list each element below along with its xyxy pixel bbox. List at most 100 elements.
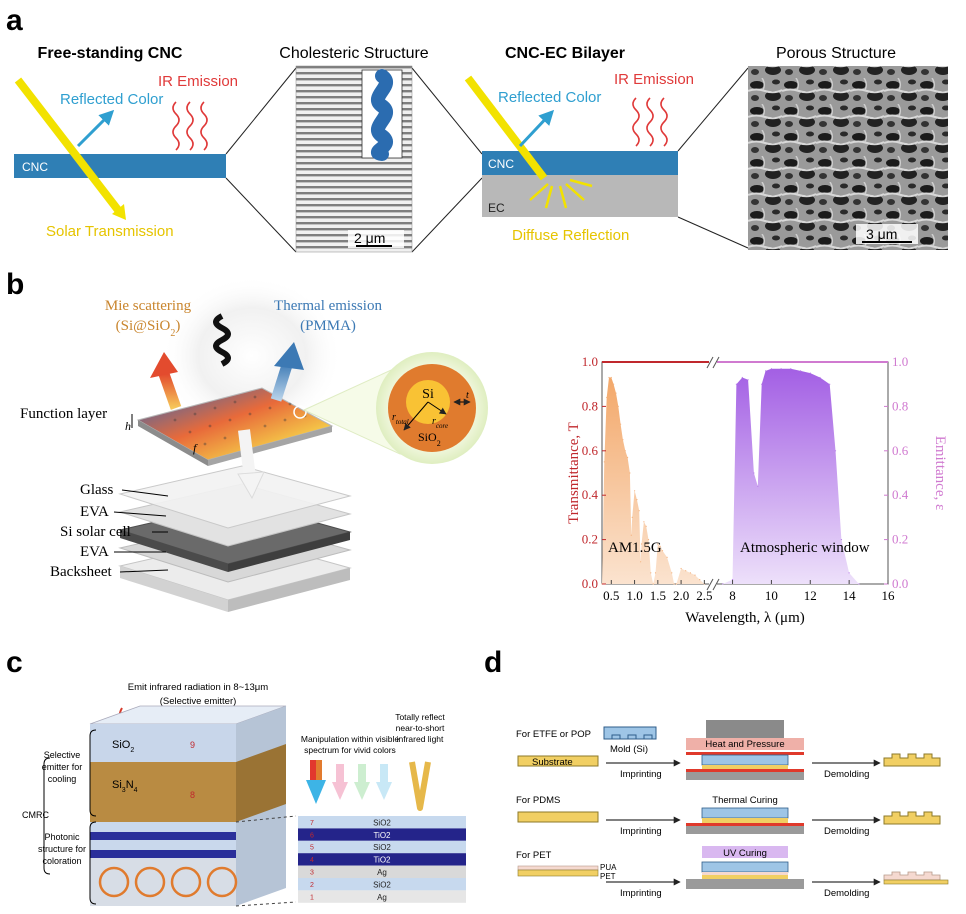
layer-label-eva-bottom: EVA: [80, 544, 109, 560]
x-tick-label: 0.5: [603, 588, 619, 603]
series-point: [699, 579, 701, 581]
series-area-1: [722, 368, 859, 584]
series-point: [741, 376, 743, 379]
pua-layer: [517, 865, 599, 871]
series-point: [613, 383, 615, 385]
scale-label-cholesteric: 2 μm: [354, 230, 385, 246]
ir-emission-label-2: IR Emission: [614, 71, 694, 88]
axis-break-mark: [712, 578, 720, 591]
axis-break-mark: [712, 356, 720, 369]
light-glow: [162, 276, 342, 436]
panel-d-letter: d: [484, 646, 502, 679]
photonic-label-3: coloration: [42, 856, 81, 866]
uv-curing-label: UV Curing: [723, 848, 767, 859]
series-point: [761, 383, 763, 385]
heater-line: [686, 752, 804, 755]
row1-label: For ETFE or POP: [516, 729, 591, 740]
zoom-line: [677, 216, 749, 249]
x-tick-label: 2.5: [696, 588, 712, 603]
series-point: [722, 583, 724, 585]
series-point: [638, 510, 640, 512]
series-point: [694, 574, 696, 576]
scale-label-porous: 3 μm: [866, 226, 897, 242]
series-point: [620, 423, 622, 425]
layer-number-9: 9: [190, 740, 195, 750]
photonic-layer: [90, 840, 236, 850]
selective-emitter-caption: (Selective emitter): [160, 696, 237, 707]
thermal-emission-label: Thermal emission: [274, 298, 382, 314]
series-point: [659, 545, 661, 547]
series-point: [630, 534, 632, 536]
helix-icon: [371, 69, 393, 161]
layer-leader-lines: [113, 489, 169, 573]
mie-arrow: [158, 372, 182, 410]
stack-layer-number: 1: [310, 894, 314, 901]
annotation-am15g: AM1.5G: [608, 540, 662, 556]
x-axis-label: Wavelength, λ (μm): [685, 610, 805, 626]
series-point: [624, 450, 626, 452]
series-point: [790, 368, 792, 370]
sio2-top-layer: [90, 724, 236, 762]
series-point: [615, 392, 617, 394]
si3n4-layer: [90, 762, 236, 822]
y-tick-label-right: 0.8: [892, 398, 908, 413]
series-point: [603, 461, 605, 463]
series-point: [629, 472, 631, 474]
imprinting-label-1: Imprinting: [620, 769, 662, 780]
imprinting-label-2: Imprinting: [620, 826, 662, 837]
mold-pet: [701, 861, 789, 873]
sio2-label: SiO2: [418, 430, 441, 448]
r-total-arrow: [403, 401, 429, 431]
axis-break-mark: [706, 356, 714, 369]
stack-layer-label: TiO2: [373, 856, 391, 865]
heat-pressure-label: Heat and Pressure: [705, 739, 784, 750]
emit-ir-label: Emit infrared radiation in 8~13μm: [128, 682, 268, 693]
solar-beam-2: [464, 75, 548, 181]
series-point: [650, 572, 652, 574]
series-point: [610, 376, 612, 379]
reflect-label-2: near-to-short: [396, 723, 445, 733]
y-axis-label-left: Transmittance, T: [566, 422, 582, 524]
function-layer-edge: [208, 426, 332, 466]
series-point: [735, 383, 738, 385]
thermal-material-label: (PMMA): [300, 318, 356, 334]
x-tick-label: 10: [765, 588, 778, 603]
series-point: [622, 439, 624, 441]
f-label: f: [193, 441, 198, 455]
y-tick-label-left: 0.0: [582, 576, 598, 591]
reflect-label-3: infrared light: [397, 734, 444, 744]
layer-number-8: 8: [190, 790, 195, 800]
panel-b: b Mie scattering (Si@SiO2) Thermal emiss…: [6, 268, 948, 626]
panel-a-letter: a: [6, 4, 23, 37]
axis-break-gap: [709, 356, 717, 368]
stack-layer-number: 5: [310, 845, 314, 852]
sio2-top-label: SiO2: [112, 739, 134, 754]
surface-plasmon-rings: [98, 866, 238, 898]
y-tick-label-right: 1.0: [892, 354, 908, 369]
selective-label-3: cooling: [48, 774, 77, 784]
series-point: [685, 570, 687, 572]
series-point: [636, 499, 638, 501]
series-point: [666, 556, 668, 559]
mie-arrowhead: [150, 352, 178, 378]
ir-emission-label-1: IR Emission: [158, 73, 238, 90]
zoom-line: [411, 67, 483, 155]
cnc-label-2: CNC: [488, 157, 514, 171]
x-tick-label: 12: [804, 588, 817, 603]
series-point: [627, 456, 629, 459]
series-point: [829, 383, 831, 385]
series-point: [689, 572, 692, 574]
diffuse-rays: [529, 178, 593, 209]
manipulation-label-2: spectrum for vivid colors: [304, 745, 396, 755]
title-porous-structure: Porous Structure: [776, 45, 896, 62]
reflected-arrow-1: [76, 109, 115, 148]
series-point: [731, 579, 734, 581]
panel-c-letter: c: [6, 646, 23, 679]
series-point: [634, 490, 636, 492]
photonic-label-1: Photonic: [44, 832, 80, 842]
y-tick-label-left: 0.6: [582, 443, 599, 458]
mold-si: [603, 726, 657, 740]
